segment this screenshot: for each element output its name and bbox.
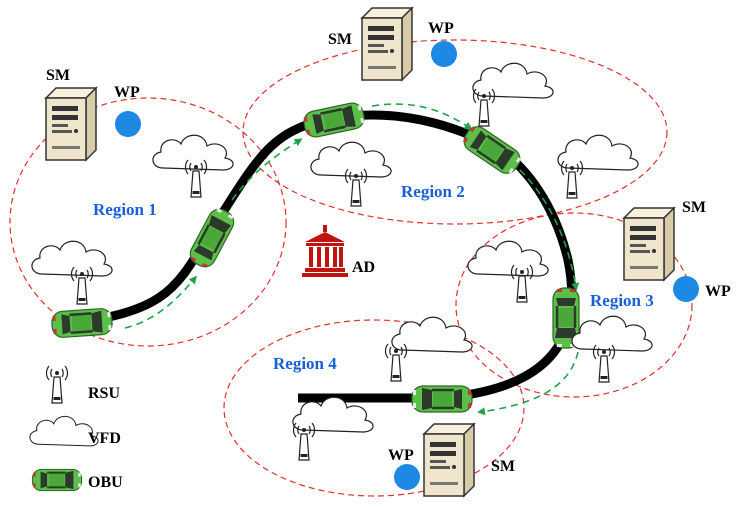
region-2-label: Region 2 [401, 182, 465, 201]
ad-label: AD [352, 259, 375, 276]
wp-label: WP [114, 84, 140, 101]
antenna-icon [45, 365, 69, 404]
region-2-boundary [242, 39, 668, 225]
server-icon [361, 7, 413, 81]
region-4-label: Region 4 [273, 354, 337, 373]
cloud-icon [391, 316, 473, 353]
wp-dot-icon [431, 41, 457, 67]
region-3-label: Region 3 [590, 291, 654, 310]
car-icon [185, 204, 239, 272]
region-1-boundary [9, 97, 287, 347]
vehicle-trajectory [124, 103, 580, 416]
legend-obu-label: OBU [88, 474, 123, 491]
region-3-boundary [455, 212, 693, 398]
server-icon [423, 423, 475, 497]
sm-label: SM [491, 458, 515, 475]
cloud-icon [152, 134, 234, 171]
wp-dot-icon [394, 464, 420, 490]
wp-label: WP [428, 20, 454, 37]
car-icon [31, 468, 83, 492]
authority-building-icon [302, 225, 348, 277]
cloud-icon [467, 240, 549, 277]
legend-rsu-label: RSU [88, 385, 120, 402]
sm-label: SM [46, 67, 70, 84]
cloud-icon [557, 134, 639, 171]
sm-label: SM [682, 199, 706, 216]
server-icon [45, 87, 97, 161]
car-icon [410, 384, 474, 414]
car-icon [458, 121, 526, 179]
sm-label: SM [328, 31, 352, 48]
legend: RSU VFD OBU [29, 365, 123, 492]
wp-label: WP [388, 447, 414, 464]
cloud-icon [310, 141, 392, 178]
region-4-boundary [223, 319, 525, 497]
cloud-icon [472, 62, 554, 99]
wp-label: WP [705, 283, 731, 300]
server-icon [623, 207, 675, 281]
wp-dot-icon [115, 111, 141, 137]
region-1-label: Region 1 [93, 200, 157, 219]
legend-vfd-label: VFD [88, 430, 121, 447]
wp-dot-icon [673, 276, 699, 302]
car-icon [49, 306, 115, 340]
car-icon [300, 99, 368, 141]
